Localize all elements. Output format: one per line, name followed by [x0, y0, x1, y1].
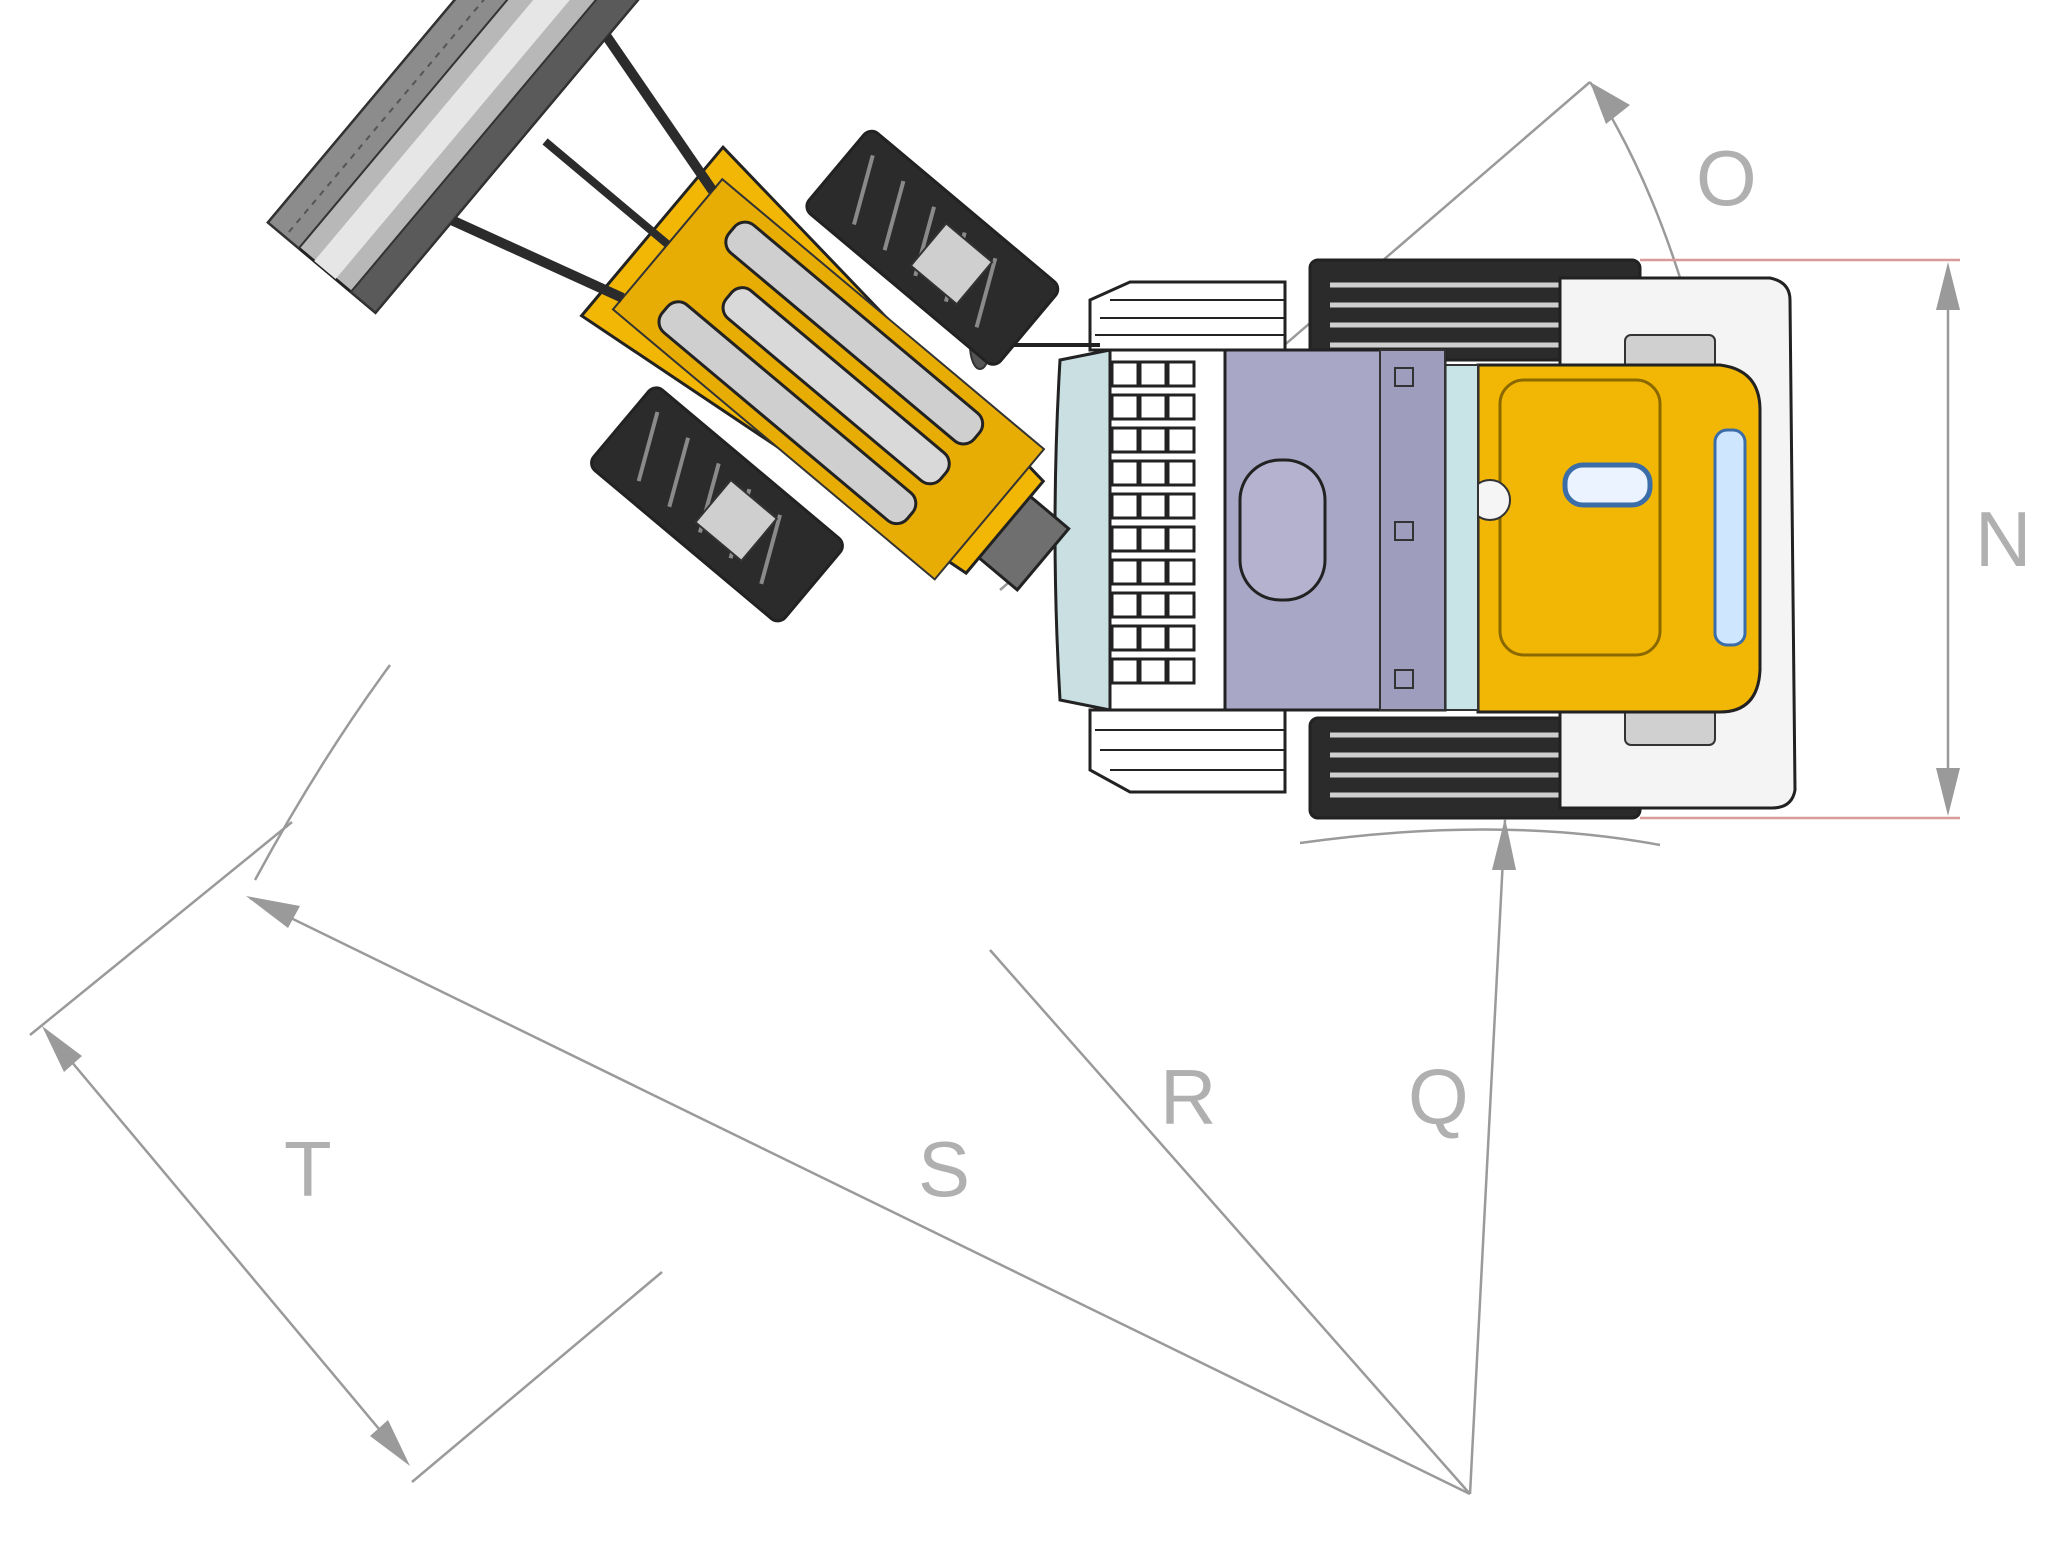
dim-t-extension-left	[29, 821, 293, 1036]
tilt-link	[542, 138, 671, 248]
front-frame	[266, 0, 1071, 623]
label-t: T	[284, 1125, 332, 1213]
dimension-lines	[29, 81, 1960, 1496]
dim-t-arrow-top	[42, 1026, 82, 1072]
dim-n-arrow-top	[1936, 262, 1960, 310]
radius-s-arrow	[246, 896, 300, 928]
roof-hatch	[1238, 458, 1327, 602]
tilt-cylinder	[721, 286, 951, 486]
label-n: N	[1975, 495, 2031, 583]
angle-o-arrowhead	[1590, 82, 1630, 124]
lift-cylinder-bottom	[657, 300, 918, 526]
radius-s	[249, 896, 1471, 1496]
front-tire-bottom	[590, 386, 844, 623]
label-r: R	[1160, 1053, 1216, 1141]
engine-hood	[1476, 363, 1762, 714]
dimension-labels: O N Q R S T	[284, 134, 2031, 1213]
radius-r	[989, 949, 1471, 1495]
front-fender-top	[1088, 280, 1287, 352]
hood-vent	[1562, 462, 1653, 508]
loader-arm-bottom	[450, 215, 625, 303]
dim-n-arrow-bottom	[1936, 768, 1960, 816]
rear-frame	[969, 258, 1797, 820]
radius-q	[1468, 819, 1507, 1495]
front-windshield	[1053, 348, 1112, 712]
label-q: Q	[1408, 1053, 1469, 1141]
label-o: O	[1696, 134, 1757, 222]
loader-arm-top	[602, 33, 717, 194]
rear-swing-arc	[1299, 828, 1661, 847]
label-s: S	[918, 1125, 970, 1213]
lift-cylinder-top	[724, 220, 985, 446]
bucket-swing-arc	[253, 664, 392, 881]
rear-grille	[1713, 428, 1747, 647]
dim-t-line	[44, 1029, 406, 1461]
front-tire-top	[805, 129, 1060, 366]
dim-t-extension-right	[411, 1271, 663, 1483]
dim-t-arrow-bottom	[370, 1420, 410, 1466]
radius-q-arrow	[1492, 818, 1516, 870]
